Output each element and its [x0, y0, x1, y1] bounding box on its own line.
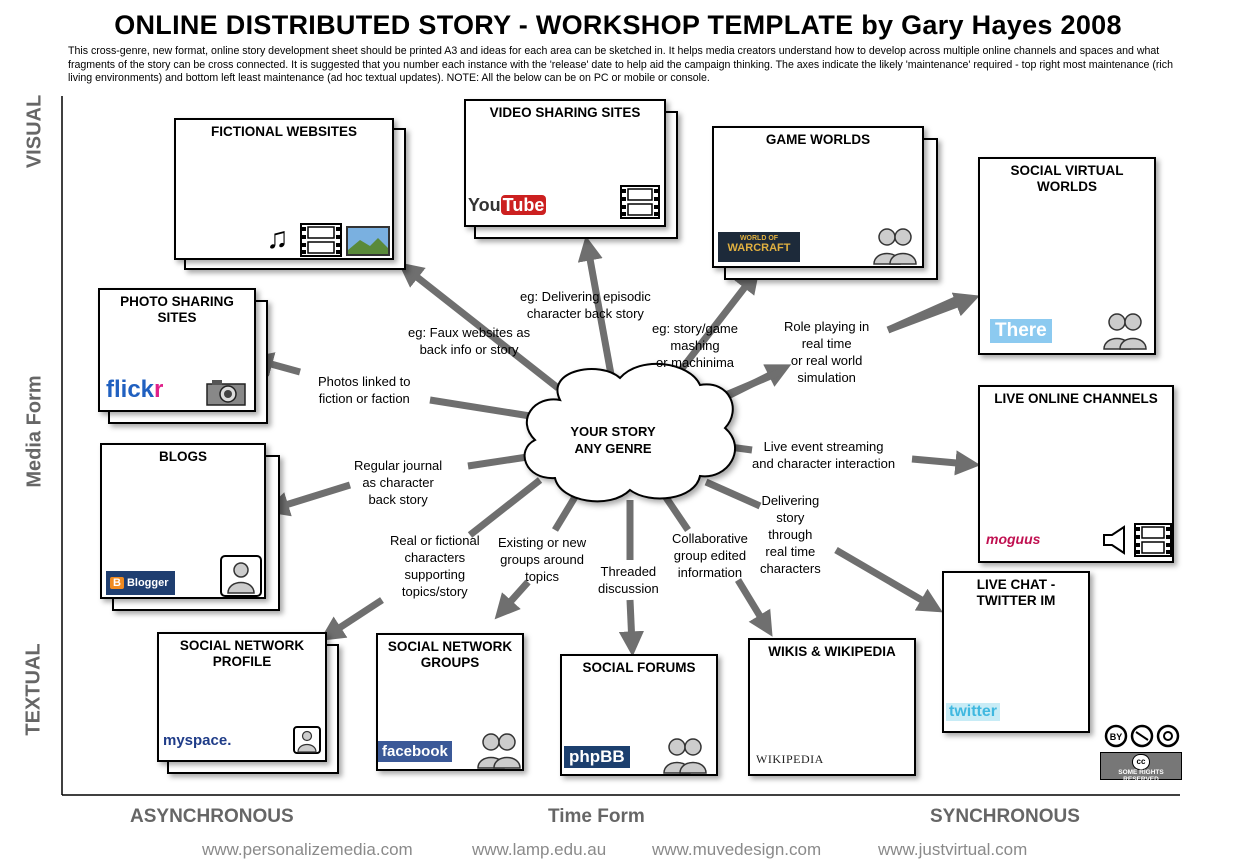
svg-text:BY: BY	[1110, 732, 1123, 742]
url-lamp[interactable]: www.lamp.edu.au	[472, 840, 607, 859]
page-title: ONLINE DISTRIBUTED STORY - WORKSHOP TEMP…	[114, 10, 1122, 40]
camera-icon	[206, 380, 246, 406]
intro-paragraph: This cross-genre, new format, online sto…	[68, 45, 1173, 84]
arrow-wikis	[735, 578, 773, 637]
arrow-sn-profile	[319, 597, 384, 641]
arrow-seg-real	[467, 477, 543, 538]
warcraft-logo: WORLD OF WARCRAFT	[718, 232, 800, 262]
arrow-fictional-websites	[398, 262, 561, 391]
twitter-logo: twitter	[946, 703, 1000, 721]
center-label: YOUR STORY ANY GENRE	[570, 424, 656, 456]
users-group-icon	[477, 733, 521, 769]
arrow-video-sharing	[577, 235, 616, 381]
film-strip-icon	[300, 223, 342, 257]
phpbb-logo: phpBB	[564, 746, 630, 768]
url-personalizemedia[interactable]: www.personalizemedia.com	[202, 840, 413, 859]
users-group-icon	[873, 228, 917, 265]
there-logo: There	[990, 319, 1052, 343]
music-note-icon: ♫	[266, 222, 289, 255]
user-profile-icon	[220, 555, 262, 597]
cc-logo-icon: cc	[1132, 754, 1150, 770]
arrow-seg-delivering	[704, 478, 762, 510]
users-group-icon	[1103, 313, 1147, 350]
axis-textual: TEXTUAL	[22, 643, 45, 736]
arrow-blogs	[263, 481, 352, 517]
facebook-logo: facebook	[378, 741, 452, 762]
wikipedia-logo: WIKIPEDIA	[756, 752, 824, 766]
user-profile-icon	[293, 726, 321, 754]
url-muvedesign[interactable]: www.muvedesign.com	[652, 840, 822, 859]
axis-visual: VISUAL	[23, 94, 46, 169]
film-strip-icon	[1134, 523, 1172, 557]
axis-media-form: Media Form	[23, 375, 46, 488]
blogger-b-icon: B	[110, 577, 124, 589]
moguls-logo: moguus	[986, 531, 1041, 547]
arrow-sn-groups	[494, 579, 531, 620]
axis-time-form: Time Form	[548, 806, 645, 827]
film-strip-icon	[620, 185, 660, 219]
myspace-logo: myspace.	[163, 732, 232, 749]
arrow-seg-collab	[662, 494, 691, 532]
cc-rights-box: cc SOME RIGHTS RESERVED	[1100, 752, 1182, 783]
arrow-seg-existing	[552, 490, 581, 532]
cc-license-badge[interactable]: BY cc SOME RIGHTS RESERVED	[1100, 722, 1182, 783]
users-group-icon	[663, 738, 707, 774]
speaker-icon	[1103, 525, 1125, 555]
arrow-forums	[618, 599, 645, 657]
landscape-photo-icon	[346, 226, 390, 256]
arrow-live-chat	[834, 546, 943, 613]
story-cloud	[523, 362, 737, 503]
arrow-game-worlds	[667, 268, 760, 387]
axis-asynchronous: ASYNCHRONOUS	[130, 806, 294, 827]
flickr-logo: flickr	[106, 376, 164, 403]
arrow-live-online	[911, 450, 981, 476]
url-justvirtual[interactable]: www.justvirtual.com	[878, 840, 1028, 859]
cc-icons: BY	[1104, 724, 1180, 748]
axis-synchronous: SYNCHRONOUS	[930, 806, 1080, 827]
